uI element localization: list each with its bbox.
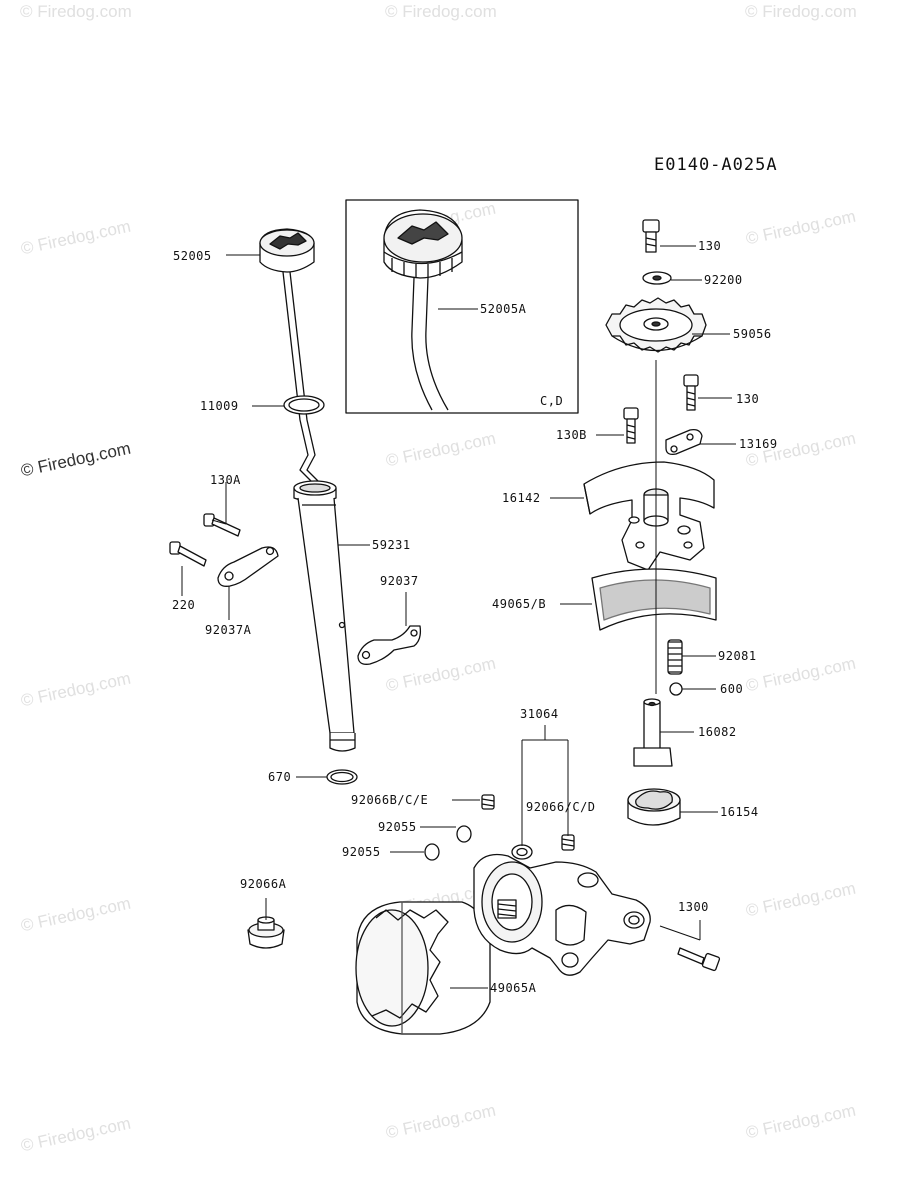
inset-note: C,D [540,394,564,408]
clamp-92037 [357,625,422,665]
leader-lines [181,245,736,989]
plate-13169 [665,428,703,456]
drain-plug-92066a [247,916,285,949]
part-label-49065b: 49065/B [492,597,547,611]
part-label-92055-b: 92055 [342,845,381,859]
part-label-1300: 1300 [678,900,709,914]
part-label-59231: 59231 [372,538,411,552]
part-label-52005a: 52005A [480,302,527,316]
part-label-92055-a: 92055 [378,820,417,834]
part-label-130a: 130A [210,473,241,487]
part-label-92081: 92081 [718,649,757,663]
diagram-id: E0140-A025A [654,155,778,175]
part-label-52005: 52005 [173,249,212,263]
ball-600 [669,682,683,696]
watermark: © Firedog.com [385,2,497,21]
clamp-92037a [217,546,279,587]
bolt-130a [203,513,241,537]
watermark: © Firedog.com [745,2,857,21]
part-label-92037a: 92037A [205,623,252,637]
o-ring-11009 [283,395,325,415]
o-ring-92055-a [456,825,472,843]
part-label-130b: 130B [556,428,587,442]
part-label-49065a: 49065A [490,981,537,995]
bolt-130b [623,407,639,444]
rotor-16154 [627,788,681,826]
part-label-600: 600 [720,682,744,696]
part-label-220: 220 [172,598,196,612]
oil-pump-body-16142 [583,461,715,571]
part-label-92200: 92200 [704,273,743,287]
oil-screen-49065b [591,568,717,631]
oil-filter-49065a [355,901,491,1035]
part-label-92037: 92037 [380,574,419,588]
gear-59056 [605,297,707,353]
part-label-130-top: 130 [698,239,722,253]
dipstick-tube [293,480,356,752]
part-label-16142: 16142 [502,491,541,505]
bolt-130-top [642,219,660,253]
dipstick-cap [259,228,315,273]
spring-92081 [667,639,683,675]
watermark: © Firedog.com [20,2,132,21]
o-ring-92055-b [424,843,440,861]
part-label-16154: 16154 [720,805,759,819]
shaft-16082 [633,698,673,767]
part-label-16082: 16082 [698,725,737,739]
bolt-1300 [677,947,721,972]
part-label-670: 670 [268,770,292,784]
part-label-130-mid: 130 [736,392,760,406]
part-label-11009: 11009 [200,399,239,413]
plug-92066cd [561,834,575,851]
part-label-13169: 13169 [739,437,778,451]
part-label-92066cd: 92066/C/D [526,800,596,814]
part-label-92066a: 92066A [240,877,287,891]
part-label-92066bce: 92066B/C/E [351,793,429,807]
dipstick-rod [282,271,320,483]
bolt-130-mid [683,374,699,411]
filter-adapter-31064 [473,844,651,976]
inset-frame [345,199,579,414]
bolt-220 [169,541,207,567]
plug-92066bce [481,794,495,810]
dipstick-cap-detail [383,209,463,411]
part-label-31064: 31064 [520,707,559,721]
part-label-59056: 59056 [733,327,772,341]
